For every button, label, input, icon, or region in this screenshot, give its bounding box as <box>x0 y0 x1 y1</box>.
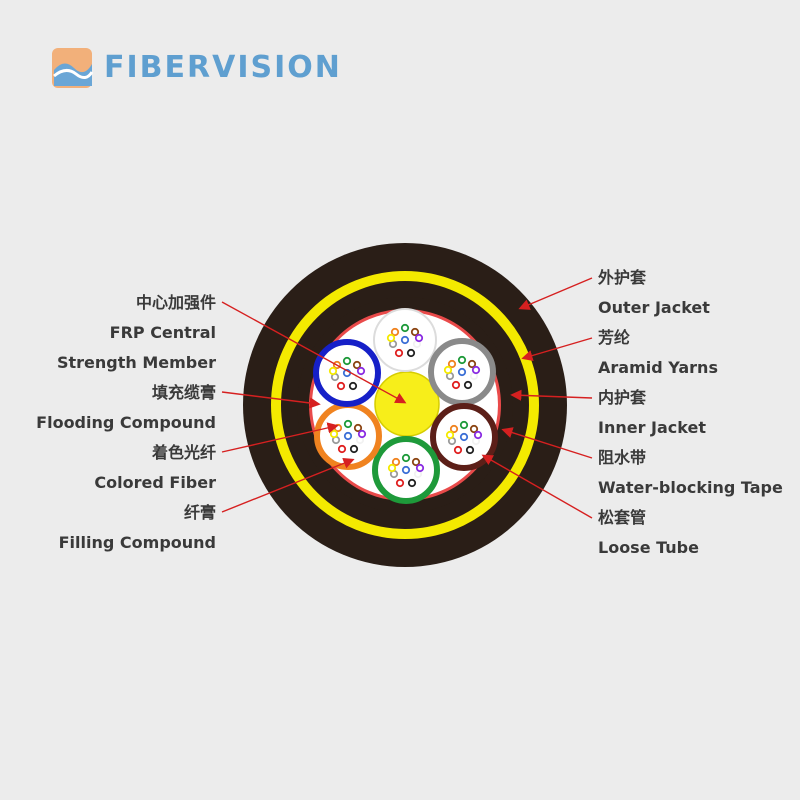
fiber <box>449 424 459 434</box>
loose-tube-gray <box>428 338 496 406</box>
leader-aramid <box>521 337 593 362</box>
loose-tube-blue <box>313 339 381 407</box>
fiber <box>463 380 473 390</box>
fiber <box>406 348 416 358</box>
leader-loose-tube <box>481 454 593 519</box>
fiber <box>357 429 367 439</box>
fiber <box>337 444 347 454</box>
left-label-7: 纤膏 <box>183 503 216 522</box>
right-label-5: Inner Jacket <box>598 418 706 437</box>
leader-frp <box>221 301 407 404</box>
fiber <box>352 360 362 370</box>
fiber <box>336 381 346 391</box>
leader-filling <box>221 457 355 513</box>
fiber <box>386 333 396 343</box>
fiber <box>391 457 401 467</box>
leader-colored-fiber <box>221 422 339 453</box>
fiber <box>342 356 352 366</box>
fiber <box>469 424 479 434</box>
fiber <box>459 420 469 430</box>
right-label-9: Loose Tube <box>598 538 699 557</box>
right-label-4: 内护套 <box>598 388 647 407</box>
fiber <box>451 380 461 390</box>
fiber <box>457 355 467 365</box>
fiber <box>471 365 481 375</box>
fiber <box>356 366 366 376</box>
fiber <box>387 463 397 473</box>
aramid-yarn-ring <box>271 271 539 539</box>
fiber <box>343 419 353 429</box>
fiber <box>401 453 411 463</box>
leader-flooding <box>221 391 321 409</box>
fiber <box>410 327 420 337</box>
right-label-8: 松套管 <box>598 508 647 527</box>
right-label-2: 芳纶 <box>598 328 631 347</box>
loose-tube-green <box>372 436 440 504</box>
fiber <box>407 478 417 488</box>
leader-water-blocking <box>501 427 593 459</box>
fiber <box>329 429 339 439</box>
fiber <box>445 430 455 440</box>
left-label-4: Flooding Compound <box>36 413 216 432</box>
left-label-8: Filling Compound <box>58 533 216 552</box>
fiber <box>459 432 469 442</box>
fiber <box>467 359 477 369</box>
fiber <box>411 457 421 467</box>
frp-central-member <box>374 371 440 437</box>
loose-tube-white <box>373 308 437 372</box>
right-label-1: Outer Jacket <box>598 298 710 317</box>
fiber <box>390 327 400 337</box>
fiber <box>453 445 463 455</box>
right-label-3: Aramid Yarns <box>598 358 718 377</box>
left-label-3: 填充缆膏 <box>151 383 216 402</box>
fiber <box>400 335 410 345</box>
fiber <box>457 367 467 377</box>
right-label-7: Water-blocking Tape <box>598 478 783 497</box>
fiber <box>394 348 404 358</box>
fiber <box>401 465 411 475</box>
brand-name: FIBERVISION <box>104 50 342 85</box>
left-label-1: FRP Central <box>109 323 216 342</box>
right-label-0: 外护套 <box>598 268 647 287</box>
fiber <box>353 423 363 433</box>
fiber <box>400 323 410 333</box>
loose-tube-orange <box>314 402 382 470</box>
fiber <box>473 430 483 440</box>
fiber <box>395 478 405 488</box>
leader-inner-jacket <box>510 389 593 401</box>
fiber <box>415 463 425 473</box>
right-label-6: 阻水带 <box>598 448 647 467</box>
fiber <box>465 445 475 455</box>
loose-tube-brown <box>430 403 498 471</box>
leader-outer-jacket <box>518 277 593 310</box>
fiber <box>343 431 353 441</box>
left-label-5: 着色光纤 <box>151 443 216 462</box>
fiber <box>414 333 424 343</box>
fiber <box>443 365 453 375</box>
left-label-2: Strength Member <box>56 353 216 372</box>
left-label-0: 中心加强件 <box>135 293 216 312</box>
fiber <box>348 381 358 391</box>
logo-mark-icon <box>52 48 94 88</box>
left-label-6: Colored Fiber <box>94 473 216 492</box>
brand-logo: FIBERVISION <box>50 46 342 90</box>
fiber <box>447 359 457 369</box>
fiber <box>349 444 359 454</box>
fiber <box>328 366 338 376</box>
